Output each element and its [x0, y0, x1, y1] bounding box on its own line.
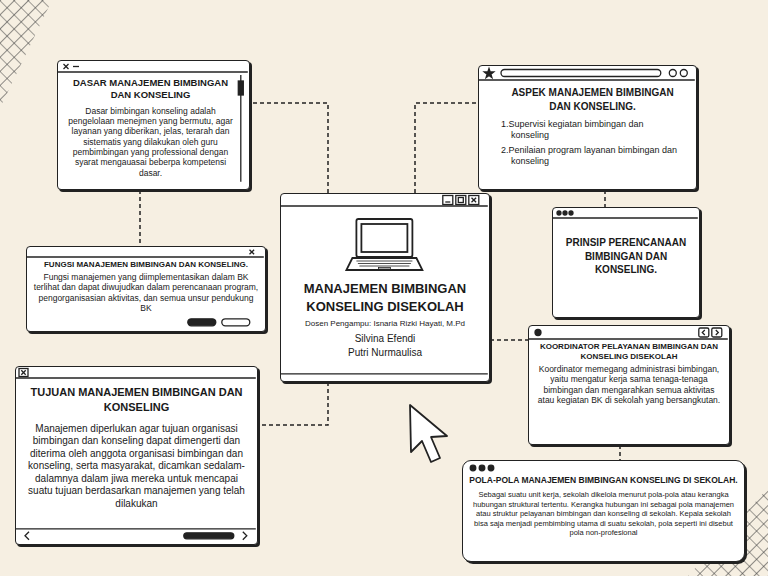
minimize-icon: [73, 66, 79, 67]
chrome-group: [479, 69, 695, 81]
chrome-group: [16, 369, 256, 540]
window-dot: [479, 465, 485, 471]
window-chrome: [553, 208, 698, 316]
box-body: Fungsi manajemen yang diimplementasikan …: [33, 272, 259, 313]
title-bar: [281, 205, 488, 206]
window-dot: [569, 211, 573, 215]
author-name: Silvina Efendi: [289, 332, 481, 346]
title-bar: [27, 256, 264, 257]
title-bar: [16, 377, 256, 378]
status-bar: [281, 373, 488, 374]
window-button: [456, 196, 466, 205]
dashed-connector: [139, 190, 141, 246]
star-icon: [484, 69, 494, 78]
window-dot: [535, 330, 541, 336]
cursor-arrow: [410, 405, 447, 462]
box-body: Manajemen diperlukan agar tujuan organis…: [22, 423, 251, 511]
window-button: [469, 196, 479, 205]
dashed-connector: [490, 339, 528, 341]
window-box: KOORDINATOR PELAYANAN BIMBINGAN DAN KONS…: [528, 325, 730, 445]
window-box: DASAR MANAJEMEN BIMBINGAN DAN KONSELING D…: [57, 60, 250, 190]
laptop-keys: [358, 263, 411, 264]
laptop-keys: [356, 261, 412, 262]
window-button: [443, 196, 453, 205]
chrome-group: [281, 196, 488, 374]
laptop-base: [346, 258, 422, 270]
window-box: ASPEK MANAJEMEN BIMBINGAN DAN KONSELING.…: [478, 65, 697, 190]
close-icon: [64, 64, 69, 69]
box-body: Koordinator memegang administrasi bimbin…: [536, 364, 722, 405]
close-icon: [472, 198, 477, 203]
scroll-thumb: [184, 533, 234, 539]
window-button: [680, 70, 687, 77]
box-heading: KOORDINATOR PELAYANAN BIMBINGAN DAN KONS…: [536, 342, 722, 362]
slider-pill: [188, 319, 216, 326]
title-bar: [479, 79, 695, 80]
nav-arrow: [243, 532, 247, 540]
dashed-connector: [415, 103, 478, 193]
title-bar: [553, 217, 698, 218]
chrome-group: [529, 328, 728, 339]
list-item: 2.Penilaian program layanan bimbingan da…: [501, 145, 684, 168]
window-dot: [557, 211, 561, 215]
chrome-group: [58, 64, 248, 182]
central-window: MANAJEMEN BIMBINGAN KONSELING DISEKOLAH D…: [280, 193, 490, 382]
window-dot: [488, 465, 494, 471]
main-title: MANAJEMEN BIMBINGAN KONSELING DISEKOLAH: [289, 280, 481, 315]
chrome-group: [553, 211, 698, 218]
box-heading: PRINSIP PERENCANAAN BIMBINGAN DAN KONSEL…: [558, 236, 694, 277]
box-heading: FUNGSI MANAJEMEN BIMBINGAN DAN KONSELING…: [33, 260, 259, 270]
box-heading: TUJUAN MANAJEMEN BIMBINGAN DAN KONSELING: [22, 385, 251, 415]
window-box: FUNGSI MANAJEMEN BIMBINGAN DAN KONSELING…: [26, 246, 266, 332]
box-body: Dasar bimbingan konseling adalah pengelo…: [66, 106, 235, 179]
nav-arrow: [716, 330, 719, 335]
list-item: 1.Supervisi kegiatan bimbingan dan konse…: [501, 119, 684, 142]
author-name: Putri Nurmaulisa: [289, 346, 481, 360]
close-icon: [250, 250, 255, 255]
nav-button: [712, 328, 722, 337]
window-button: [669, 70, 676, 77]
chrome-group: [27, 250, 264, 326]
dashed-connector: [250, 103, 328, 193]
window-box: PRINSIP PERENCANAAN BIMBINGAN DAN KONSEL…: [552, 207, 700, 318]
box-heading: ASPEK MANAJEMEN BIMBINGAN DAN KONSELING.: [501, 86, 684, 113]
slider-pill: [222, 319, 250, 326]
close-icon: [64, 64, 69, 69]
lecturer-line: Dosen Pengampu: Isnaria Rizki Hayati, M.…: [289, 319, 481, 329]
laptop-screen: [356, 219, 412, 257]
nav-arrow: [702, 330, 705, 335]
nav-button: [699, 328, 709, 337]
title-bar: [529, 338, 728, 339]
box-body: Sebagai suatu unit kerja, sekolah dikelo…: [469, 490, 738, 538]
maximize-icon: [458, 198, 463, 203]
window-button: [19, 369, 28, 377]
chrome-group: [470, 465, 494, 471]
address-bar: [501, 70, 661, 77]
status-bar: [16, 528, 256, 529]
box-heading: DASAR MANAJEMEN BIMBINGAN DAN KONSELING: [66, 77, 235, 102]
dashed-connector: [258, 382, 328, 425]
close-icon: [250, 250, 255, 255]
close-icon: [21, 370, 25, 374]
scroll-thumb: [238, 81, 243, 95]
title-bar: [58, 71, 248, 72]
dashed-connector: [619, 445, 621, 460]
window-dot: [563, 211, 567, 215]
box-heading: POLA-POLA MANAJEMEN BIMBINGAN KONSELING …: [469, 475, 738, 486]
laptop-icon: [346, 219, 422, 270]
grid-corner: [0, 0, 52, 108]
dashed-connector: [604, 190, 606, 207]
nav-arrow: [25, 532, 29, 540]
window-box: POLA-POLA MANAJEMEN BIMBINGAN KONSELING …: [462, 460, 745, 562]
laptop-trackpad: [378, 268, 390, 270]
window-dot: [470, 465, 476, 471]
laptop-display: [361, 224, 407, 252]
scroll-track: [240, 75, 241, 182]
close-icon: [472, 198, 477, 203]
laptop-keys: [359, 266, 409, 267]
window-box: TUJUAN MANAJEMEN BIMBINGAN DAN KONSELING…: [15, 366, 258, 545]
minimize-icon: [445, 201, 450, 202]
close-icon: [21, 370, 25, 374]
